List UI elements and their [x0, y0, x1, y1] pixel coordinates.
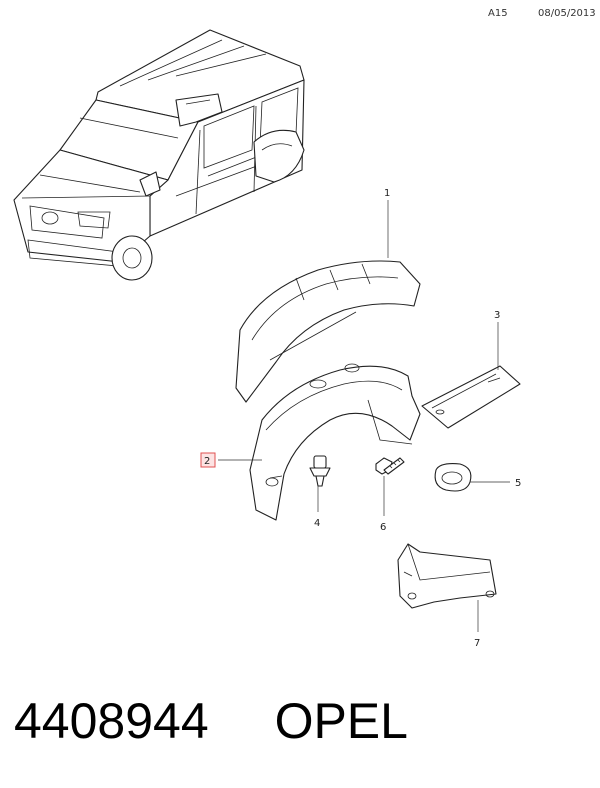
callout-2: 2 — [204, 456, 210, 467]
diagram-code: A15 — [488, 8, 508, 19]
part-5-grommet — [434, 463, 472, 492]
part-2-inner-liner — [249, 363, 421, 521]
callout-5: 5 — [515, 478, 521, 489]
callout-1: 1 — [384, 188, 390, 199]
part-number: 4408944 — [14, 693, 209, 749]
callout-4: 4 — [314, 518, 320, 529]
parts-diagram: 1 2 3 4 5 6 7 — [13, 29, 521, 649]
part-7-lower-bracket — [397, 543, 497, 609]
footer: 4408944 OPEL — [14, 692, 594, 772]
callout-6: 6 — [380, 522, 386, 533]
part-1-wheel-arch-liner — [235, 260, 421, 403]
callout-3: 3 — [494, 310, 500, 321]
callout-2-highlight-box — [200, 452, 216, 468]
van-illustration — [13, 29, 305, 281]
part-6-screw — [375, 457, 405, 475]
diagram-date: 08/05/2013 — [538, 8, 596, 19]
part-3-bracket — [421, 365, 521, 429]
leader-lines — [218, 200, 510, 632]
callouts: 1 2 3 4 5 6 7 — [200, 188, 521, 649]
callout-7: 7 — [474, 638, 480, 649]
part-4-pin-fastener — [309, 455, 331, 487]
brand-name: OPEL — [274, 693, 408, 749]
